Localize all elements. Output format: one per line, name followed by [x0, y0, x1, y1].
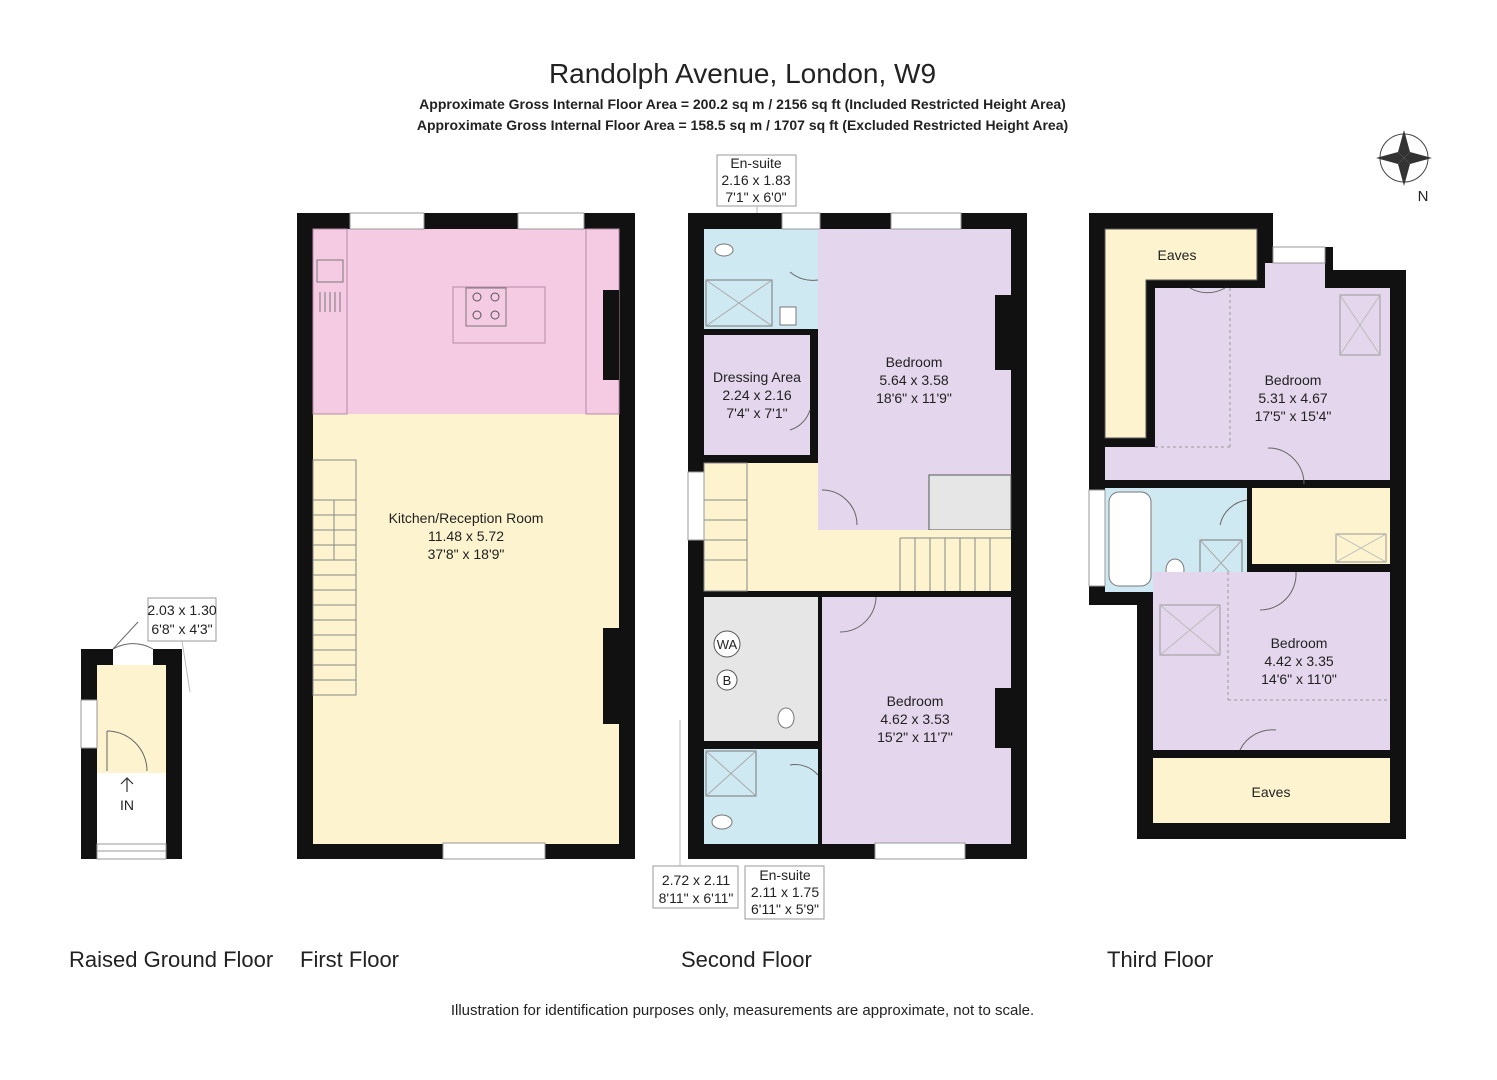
dressing-metric: 2.24 x 2.16 — [722, 387, 791, 403]
third-floor-label: Third Floor — [1107, 947, 1214, 972]
washer-label: WA — [717, 637, 738, 652]
area-excluded: Approximate Gross Internal Floor Area = … — [416, 117, 1069, 133]
bedroom-2b-imperial: 15'2" x 11'7" — [877, 729, 953, 745]
porch-imperial: 6'8" x 4'3" — [151, 621, 212, 637]
ensuite-top-imperial: 7'1" x 6'0" — [725, 189, 786, 205]
kitchen-metric: 11.48 x 5.72 — [428, 528, 504, 544]
ensuite-bottom-imperial: 6'11" x 5'9" — [751, 901, 819, 917]
bedroom-3b-name: Bedroom — [1271, 635, 1328, 651]
bedroom-2a-name: Bedroom — [886, 354, 943, 370]
disclaimer: Illustration for identification purposes… — [450, 1002, 1035, 1019]
eaves-top-name: Eaves — [1158, 247, 1197, 263]
ensuite-bottom-name: En-suite — [759, 867, 811, 883]
second-floor-plan — [652, 154, 1027, 920]
porch-metric: 2.03 x 1.30 — [147, 602, 216, 618]
raised-ground-floor-label: Raised Ground Floor — [69, 947, 274, 972]
bedroom-3b-metric: 4.42 x 3.35 — [1264, 653, 1333, 669]
plan-title: Randolph Avenue, London, W9 — [548, 58, 937, 89]
bedroom-2b-name: Bedroom — [887, 693, 944, 709]
raised-ground-floor-plan — [80, 597, 217, 860]
bedroom-3a-imperial: 17'5" x 15'4" — [1255, 408, 1332, 424]
second-floor-label: Second Floor — [681, 947, 812, 972]
boiler-label: B — [723, 673, 732, 688]
bedroom-2a-metric: 5.64 x 3.58 — [879, 372, 948, 388]
ensuite-top-name: En-suite — [730, 155, 782, 171]
bedroom-2b-metric: 4.62 x 3.53 — [880, 711, 949, 727]
kitchen-name: Kitchen/Reception Room — [389, 510, 544, 526]
compass-north-label: N — [1418, 188, 1429, 205]
first-floor-plan — [297, 212, 635, 860]
kitchen-imperial: 37'8" x 18'9" — [428, 546, 505, 562]
ensuite-top-metric: 2.16 x 1.83 — [721, 172, 790, 188]
ensuite-bottom-metric: 2.11 x 1.75 — [751, 884, 819, 900]
bedroom-3b-imperial: 14'6" x 11'0" — [1261, 671, 1337, 687]
first-floor-label: First Floor — [300, 947, 399, 972]
entrance-label: IN — [120, 797, 134, 813]
third-floor-plan — [1088, 213, 1406, 839]
bedroom-2a-imperial: 18'6" x 11'9" — [876, 390, 952, 406]
area-included: Approximate Gross Internal Floor Area = … — [419, 96, 1066, 112]
eaves-bottom-name: Eaves — [1252, 784, 1291, 800]
compass-rose-icon — [1376, 130, 1432, 186]
utility-imperial: 8'11" x 6'11" — [659, 890, 734, 906]
bedroom-3a-metric: 5.31 x 4.67 — [1258, 390, 1327, 406]
dressing-name: Dressing Area — [713, 369, 801, 385]
dressing-imperial: 7'4" x 7'1" — [726, 405, 787, 421]
utility-metric: 2.72 x 2.11 — [662, 872, 730, 888]
bedroom-3a-name: Bedroom — [1265, 372, 1322, 388]
